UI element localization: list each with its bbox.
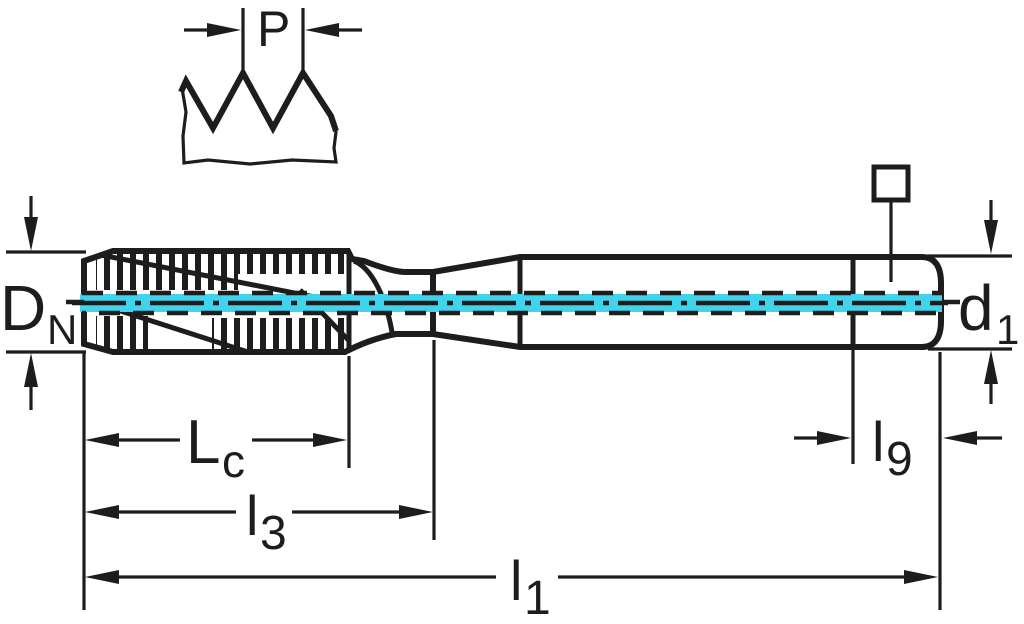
thread-profile-crest-line: [178, 66, 339, 135]
dimension-l3: l 3: [85, 484, 433, 560]
dimension-Lc: L c: [85, 408, 347, 487]
tap-outline: [81, 248, 944, 355]
dimension-l9: l 9: [794, 410, 1002, 486]
Lc-label: L: [186, 408, 220, 477]
extension-lines: [82, 340, 942, 610]
DN-label-sub: N: [47, 306, 77, 353]
DN-label: D: [0, 272, 46, 344]
l1-label: l: [510, 549, 522, 612]
centerline: [72, 290, 948, 316]
thread-pitch-detail: P: [178, 1, 362, 166]
square-drive-icon: [871, 164, 911, 203]
dimension-l1: l 1: [85, 549, 938, 624]
tap-body: [81, 201, 944, 355]
Lc-label-sub: c: [222, 435, 245, 487]
d1-label-sub: 1: [996, 306, 1019, 353]
l1-label-sub: 1: [524, 572, 551, 624]
pitch-dimension: P: [184, 1, 362, 72]
l9-label-sub: 9: [886, 433, 913, 486]
dimension-DN: D N: [0, 196, 86, 410]
l3-label: l: [246, 484, 258, 547]
pitch-label: P: [257, 1, 290, 57]
dimension-d1: d 1: [928, 200, 1019, 404]
l9-label: l: [872, 410, 884, 473]
d1-label: d: [958, 272, 994, 344]
l3-label-sub: 3: [260, 507, 287, 560]
flute-runout-curve: [352, 258, 395, 333]
